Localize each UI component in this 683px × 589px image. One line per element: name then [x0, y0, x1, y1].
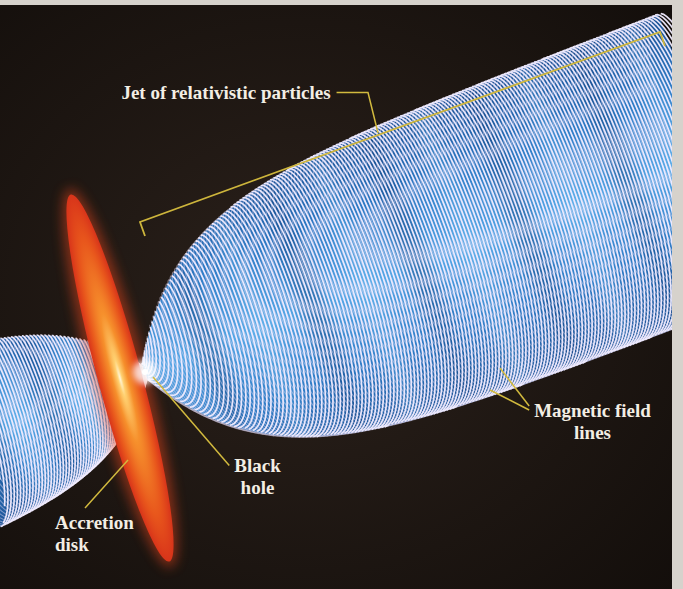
- magnetic-field-line: [541, 59, 635, 347]
- magnetic-field-line: [603, 35, 672, 324]
- jet-stripes: [163, 14, 672, 447]
- label-box: Magnetic field lines: [530, 400, 655, 444]
- magnetic-field-line: [487, 80, 582, 368]
- dark-background: [0, 5, 672, 589]
- black-hole: [133, 360, 157, 384]
- magnetic-field-line: [383, 123, 475, 404]
- magnetic-field-line: [442, 98, 536, 383]
- magnetic-field-line: [387, 121, 479, 402]
- magnetic-field-line: [494, 77, 589, 365]
- jet-right: [142, 13, 672, 447]
- magnetic-field-line: [287, 169, 372, 431]
- magnetic-field-line: [291, 167, 377, 431]
- black-hole-glow: [133, 360, 157, 384]
- magnetic-field-line: [333, 146, 422, 420]
- black-hole-core: [142, 369, 148, 375]
- field-lines-front: [142, 13, 672, 436]
- magnetic-field-line: [645, 18, 672, 306]
- magnetic-field-line: [155, 311, 169, 385]
- magnetic-field-line: [497, 76, 592, 364]
- magnetic-field-line: [490, 79, 585, 367]
- magnetic-field-line: [48, 335, 83, 483]
- label-box: Jet of relativistic particles: [110, 82, 342, 104]
- magnetic-field-line: [652, 16, 672, 305]
- magnetic-field-line: [44, 335, 81, 485]
- magnetic-field-line: [445, 97, 539, 382]
- leader-line: [153, 377, 229, 466]
- magnetic-field-line: [393, 118, 485, 400]
- leader-lines: [85, 93, 529, 509]
- magnetic-field-line: [0, 348, 5, 506]
- magnetic-field-line: [390, 120, 482, 402]
- leader-line: [337, 93, 378, 134]
- magnetic-field-line: [0, 526, 1, 528]
- illustration-group: [0, 13, 672, 574]
- magnetic-field-line: [142, 366, 180, 401]
- magnetic-field-line: [236, 202, 310, 437]
- magnetic-field-line: [593, 39, 672, 328]
- magnetic-field-line: [435, 101, 529, 387]
- jet-bracket: [140, 32, 665, 236]
- part-label: Black hole: [220, 455, 295, 499]
- label-box: Black hole: [220, 455, 295, 499]
- magnetic-field-line: [188, 250, 237, 423]
- magnetic-field-line: [193, 244, 246, 427]
- leader-line: [500, 368, 529, 406]
- magnetic-field-line: [190, 247, 241, 425]
- magnetic-field-line: [438, 100, 532, 386]
- magnetic-field-line: [283, 172, 366, 432]
- part-label: Accretion disk: [55, 512, 165, 556]
- magnetic-field-line: [233, 204, 306, 436]
- magnetic-field-line: [0, 349, 1, 480]
- part-label: Magnetic field lines: [530, 400, 655, 444]
- magnetic-field-line: [611, 31, 672, 320]
- field-lines-back: [142, 15, 672, 437]
- label-box: Accretion disk: [55, 512, 165, 556]
- magnetic-field-line: [342, 141, 431, 417]
- magnetic-field-line: [336, 144, 425, 419]
- magnetic-field-line: [239, 200, 314, 437]
- magnetic-field-line: [339, 143, 428, 418]
- jet-body: [142, 14, 672, 437]
- magnetic-field-line: [286, 171, 369, 432]
- magnetic-field-line: [0, 340, 36, 514]
- magnetic-field-line: [0, 341, 33, 516]
- part-label: Jet of relativistic particles: [110, 82, 342, 104]
- magnetic-field-line: [596, 38, 672, 327]
- leader-line: [85, 460, 128, 508]
- magnetic-field-line: [648, 17, 672, 306]
- leader-line: [490, 390, 529, 410]
- magnetic-field-line: [212, 224, 275, 433]
